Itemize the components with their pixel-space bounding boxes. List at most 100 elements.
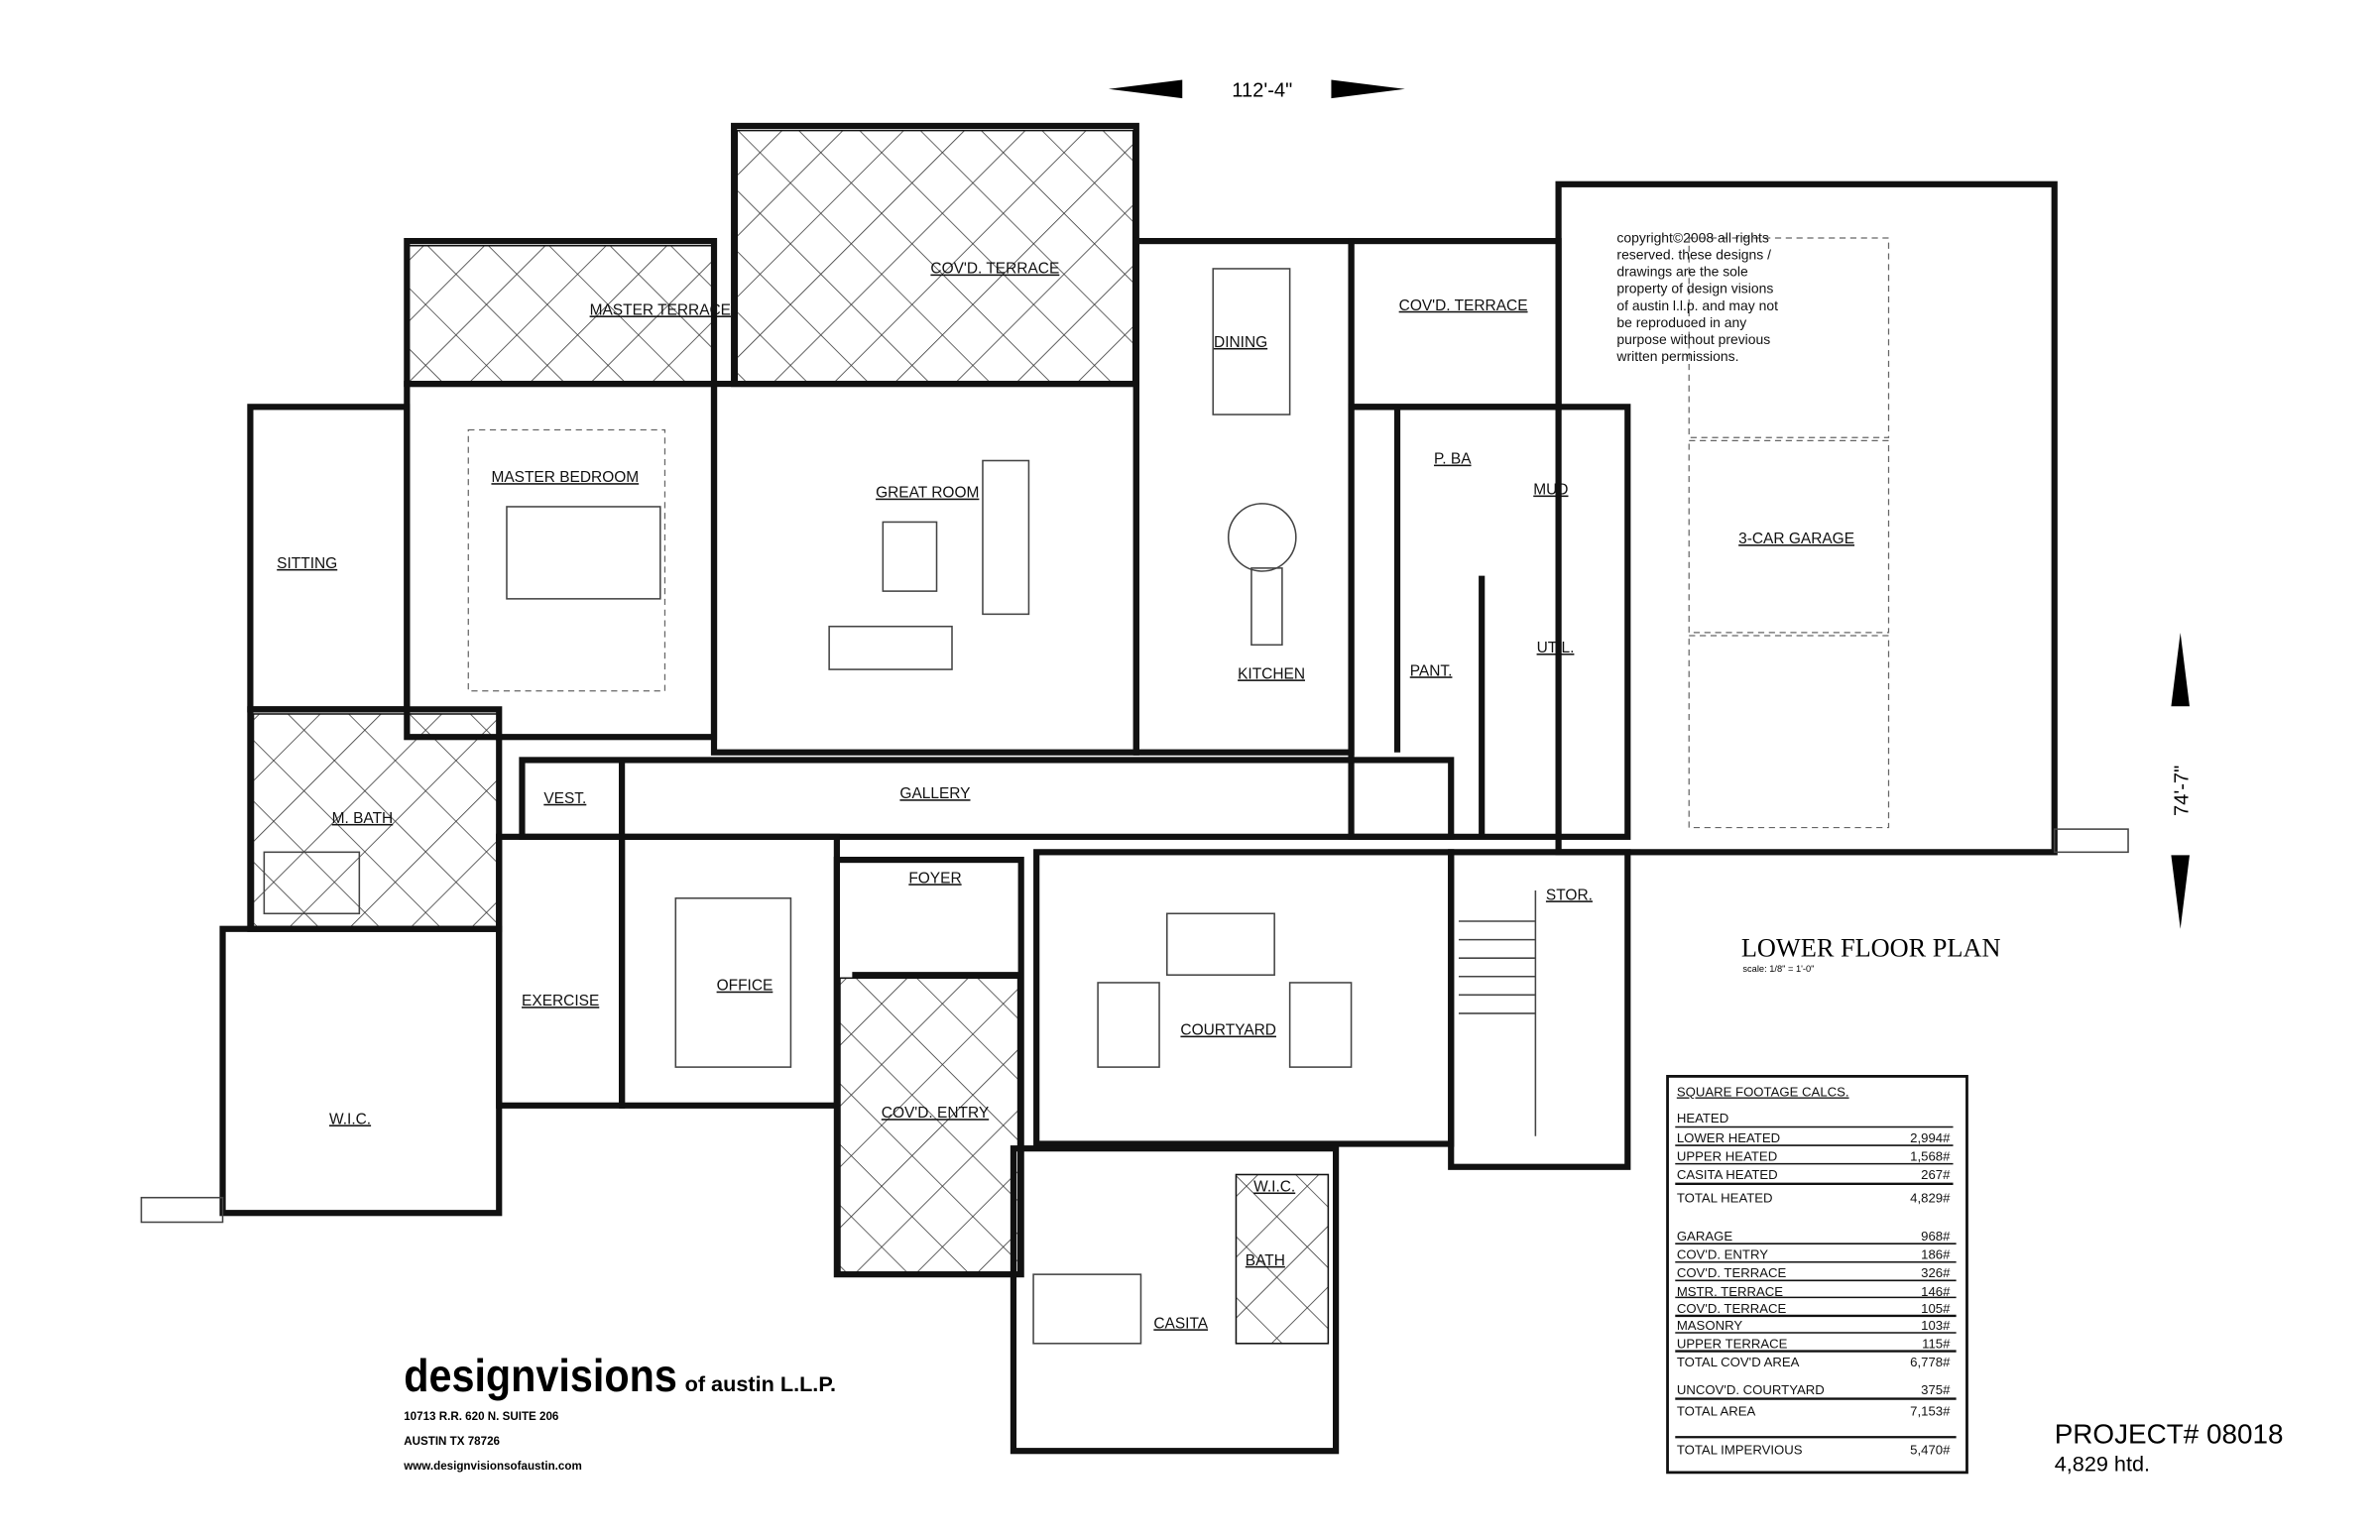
copyright-line: drawings are the sole: [1616, 264, 1748, 280]
svg-text:105#: 105#: [1921, 1301, 1951, 1316]
room-label-kitchen: KITCHEN: [1238, 665, 1305, 682]
svg-text:2,994#: 2,994#: [1910, 1130, 1951, 1145]
room-label-master-terrace: MASTER TERRACE: [590, 301, 731, 318]
width-dimension: 112'-4": [1108, 79, 1405, 102]
svg-text:326#: 326#: [1921, 1265, 1951, 1280]
firm-logo: designvisions: [404, 1350, 677, 1401]
copyright-note: copyright©2008 all rights reserved. thes…: [1615, 230, 1778, 364]
copyright-line: purpose without previous: [1616, 331, 1770, 347]
svg-text:COV'D. TERRACE: COV'D. TERRACE: [1677, 1301, 1787, 1316]
svg-text:UPPER HEATED: UPPER HEATED: [1677, 1149, 1777, 1164]
table-row: CASITA HEATED 267#: [1677, 1167, 1951, 1182]
arrow-left-icon: [1108, 79, 1183, 99]
square-footage-table: SQUARE FOOTAGE CALCS. HEATED LOWER HEATE…: [1666, 1075, 1968, 1475]
room-label-vest: VEST.: [543, 790, 586, 807]
room-label-dining: DINING: [1214, 334, 1267, 351]
svg-text:TOTAL AREA: TOTAL AREA: [1677, 1404, 1756, 1419]
table-row: LOWER HEATED 2,994#: [1677, 1130, 1951, 1145]
svg-text:1,568#: 1,568#: [1910, 1149, 1951, 1164]
svg-text:186#: 186#: [1921, 1247, 1951, 1262]
furniture: [263, 237, 1890, 1345]
table-row: TOTAL HEATED 4,829#: [1677, 1190, 1951, 1205]
room-label-great-room: GREAT ROOM: [876, 485, 979, 502]
svg-text:267#: 267#: [1921, 1167, 1951, 1182]
plan-title: LOWER FLOOR PLAN: [1741, 934, 2001, 963]
room-label-casita: CASITA: [1153, 1315, 1208, 1332]
covd-terrace-top-area: [736, 129, 1134, 385]
project-heated-area: 4,829 htd.: [2055, 1451, 2150, 1476]
svg-text:COV'D. ENTRY: COV'D. ENTRY: [1677, 1247, 1768, 1262]
svg-text:146#: 146#: [1921, 1284, 1951, 1299]
room-label-covd-terrace-top: COV'D. TERRACE: [930, 261, 1059, 278]
table-row: COV'D. TERRACE 326#: [1677, 1265, 1951, 1280]
room-label-stor: STOR.: [1546, 887, 1593, 903]
svg-text:UNCOV'D. COURTYARD: UNCOV'D. COURTYARD: [1677, 1382, 1825, 1397]
room-label-sitting: SITTING: [277, 555, 337, 572]
room-label-courtyard: COURTYARD: [1180, 1022, 1276, 1039]
room-label-covd-terrace-right: COV'D. TERRACE: [1399, 297, 1528, 314]
svg-text:103#: 103#: [1921, 1318, 1951, 1333]
arrow-down-icon: [2171, 855, 2190, 929]
table-row: GARAGE 968#: [1677, 1229, 1951, 1244]
svg-text:CASITA HEATED: CASITA HEATED: [1677, 1167, 1778, 1182]
covd-entry-area: [839, 977, 1019, 1275]
table-row: TOTAL IMPERVIOUS 5,470#: [1677, 1442, 1951, 1457]
copyright-line: copyright©2008 all rights: [1616, 230, 1768, 246]
svg-text:TOTAL HEATED: TOTAL HEATED: [1677, 1190, 1773, 1205]
room-label-garage: 3-CAR GARAGE: [1738, 531, 1854, 547]
heated-header: HEATED: [1677, 1111, 1728, 1125]
room-label-gallery: GALLERY: [899, 785, 970, 802]
svg-text:TOTAL IMPERVIOUS: TOTAL IMPERVIOUS: [1677, 1442, 1803, 1457]
svg-text:MSTR. TERRACE: MSTR. TERRACE: [1677, 1284, 1783, 1299]
svg-text:MASONRY: MASONRY: [1677, 1318, 1743, 1333]
svg-text:375#: 375#: [1921, 1382, 1951, 1397]
table-title: SQUARE FOOTAGE CALCS.: [1677, 1085, 1849, 1100]
copyright-line: of austin l.l.p. and may not: [1616, 297, 1778, 313]
plan-scale: scale: 1/8" = 1'-0": [1742, 964, 1814, 974]
table-row: TOTAL AREA 7,153#: [1677, 1404, 1951, 1419]
svg-text:7,153#: 7,153#: [1910, 1404, 1951, 1419]
room-label-master-bedroom: MASTER BEDROOM: [491, 469, 639, 486]
svg-text:5,470#: 5,470#: [1910, 1442, 1951, 1457]
project-number: PROJECT# 08018: [2055, 1418, 2284, 1449]
depth-dimension: 74'-7": [2171, 632, 2193, 929]
firm-website: www.designvisionsofaustin.com: [403, 1460, 582, 1473]
room-label-covd-entry: COV'D. ENTRY: [882, 1105, 989, 1122]
room-label-pant: PANT.: [1410, 662, 1453, 679]
room-label-mud: MUD: [1533, 482, 1568, 499]
room-label-m-bath: M. BATH: [332, 810, 394, 827]
svg-text:6,778#: 6,778#: [1910, 1355, 1951, 1369]
copyright-line: be reproduced in any: [1616, 314, 1746, 330]
master-terrace-area: [406, 244, 715, 385]
firm-title-block: designvisions of austin L.L.P. 10713 R.R…: [403, 1350, 836, 1473]
copyright-line: reserved. these designs /: [1616, 247, 1771, 263]
svg-text:4,829#: 4,829#: [1910, 1190, 1951, 1205]
room-label-office: OFFICE: [717, 978, 774, 995]
firm-address-line1: 10713 R.R. 620 N. SUITE 206: [404, 1410, 559, 1423]
svg-text:LOWER HEATED: LOWER HEATED: [1677, 1130, 1780, 1145]
svg-text:968#: 968#: [1921, 1229, 1951, 1244]
room-label-util: UTIL.: [1537, 640, 1575, 656]
room-label-casita-bath: BATH: [1246, 1252, 1285, 1269]
svg-text:COV'D. TERRACE: COV'D. TERRACE: [1677, 1265, 1787, 1280]
firm-address-line2: AUSTIN TX 78726: [404, 1435, 500, 1448]
svg-text:GARAGE: GARAGE: [1677, 1229, 1733, 1244]
table-row: UNCOV'D. COURTYARD 375#: [1677, 1382, 1951, 1397]
room-labels: MASTER TERRACE COV'D. TERRACE DINING COV…: [277, 261, 1854, 1333]
depth-dimension-label: 74'-7": [2171, 766, 2193, 816]
table-row: MSTR. TERRACE 146#: [1677, 1284, 1951, 1299]
table-row: COV'D. ENTRY 186#: [1677, 1247, 1951, 1262]
copyright-line: property of design visions: [1616, 281, 1773, 296]
room-label-exercise: EXERCISE: [522, 993, 599, 1009]
room-label-wic: W.I.C.: [329, 1111, 371, 1127]
firm-logo-sub: of austin L.L.P.: [685, 1371, 836, 1396]
svg-text:UPPER TERRACE: UPPER TERRACE: [1677, 1336, 1788, 1351]
arrow-up-icon: [2171, 632, 2190, 707]
arrow-right-icon: [1331, 79, 1405, 99]
table-row: MASONRY 103#: [1677, 1318, 1951, 1333]
m-bath-area: [252, 713, 501, 930]
width-dimension-label: 112'-4": [1232, 80, 1292, 102]
